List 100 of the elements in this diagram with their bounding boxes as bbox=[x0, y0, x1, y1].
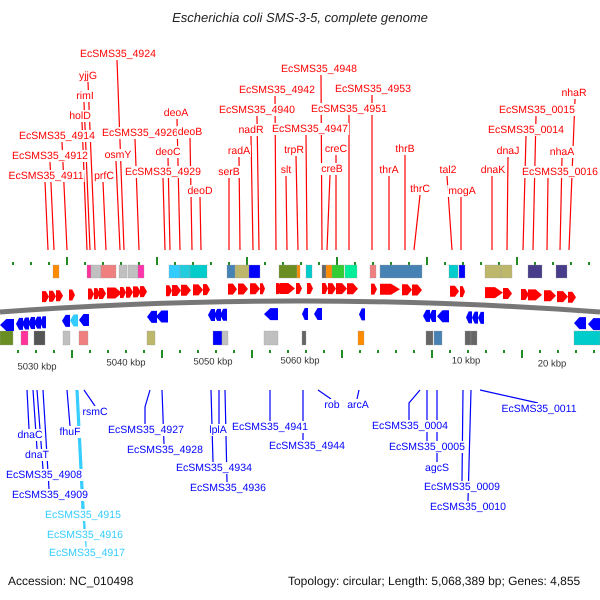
leader-line bbox=[491, 176, 493, 250]
gene-label: EcSMS35_0016 bbox=[521, 166, 599, 178]
scale-label: 20 kbp bbox=[538, 358, 566, 370]
gene-label: tal2 bbox=[438, 164, 458, 176]
gene-label: EcSMS35_4927 bbox=[107, 424, 185, 436]
gene-label: radA bbox=[226, 145, 252, 157]
gene-label: thrA bbox=[378, 164, 400, 176]
leader-line bbox=[49, 162, 55, 250]
leader-line bbox=[199, 196, 202, 250]
leader-line bbox=[256, 116, 260, 250]
scale-label: 5030 kbp bbox=[17, 362, 57, 372]
leader-line bbox=[87, 82, 96, 250]
leader-line bbox=[44, 182, 49, 250]
leader-line bbox=[356, 390, 360, 400]
leader-line bbox=[348, 115, 350, 250]
gene-label: nhaA bbox=[548, 146, 576, 158]
leader-line bbox=[413, 194, 421, 250]
gene-label: trpR bbox=[283, 144, 305, 156]
leader-line bbox=[371, 95, 373, 250]
gene-label: serB bbox=[217, 166, 241, 178]
leader-line bbox=[144, 390, 151, 424]
leader-line bbox=[250, 136, 254, 250]
gene-label: EcSMS35_4934 bbox=[175, 462, 253, 474]
leader-line bbox=[467, 390, 472, 502]
gene-label: EcSMS35_4914 bbox=[18, 130, 96, 142]
gene-label: EcSMS35_4947 bbox=[271, 123, 349, 135]
leader-line bbox=[460, 197, 462, 250]
gene-label: yjjG bbox=[78, 70, 98, 82]
gene-label: EcSMS35_4924 bbox=[79, 48, 157, 60]
gene-label: EcSMS35_0011 bbox=[500, 403, 578, 415]
leader-line bbox=[162, 178, 166, 250]
gene-label: deoB bbox=[176, 126, 204, 138]
leader-line bbox=[408, 390, 420, 420]
gene-label: creB bbox=[320, 163, 344, 175]
footer-text: Accession: NC_010498 bbox=[8, 574, 134, 588]
gene-label: EcSMS35_0014 bbox=[487, 124, 565, 136]
gene-label: nadR bbox=[237, 124, 265, 136]
gene-label: EcSMS35_0005 bbox=[388, 441, 466, 453]
leader-line bbox=[335, 155, 337, 250]
gene-label: rob bbox=[323, 399, 341, 411]
gene-label: EcSMS35_4909 bbox=[11, 489, 89, 501]
leader-line bbox=[480, 389, 538, 404]
leader-line bbox=[285, 176, 288, 250]
gene-label: agcS bbox=[424, 462, 450, 474]
leader-line bbox=[559, 158, 563, 250]
leader-line bbox=[134, 138, 140, 250]
leader-line bbox=[167, 158, 171, 250]
gene-label: thrB bbox=[394, 143, 416, 155]
gene-label: dnaJ bbox=[496, 145, 520, 157]
leader-line bbox=[522, 136, 527, 250]
leader-line bbox=[116, 60, 125, 250]
leader-line bbox=[295, 156, 299, 250]
gene-label: EcSMS35_4912 bbox=[11, 150, 89, 162]
leader-line bbox=[404, 155, 406, 250]
gene-label: EcSMS35_4942 bbox=[238, 84, 316, 96]
scale-label: 5050 kbp bbox=[193, 356, 233, 368]
gene-label: EcSMS35_4940 bbox=[218, 104, 296, 116]
gene-label: nhaR bbox=[560, 87, 588, 99]
leader-line bbox=[305, 135, 308, 250]
leader-line bbox=[326, 174, 331, 250]
gene-label: EcSMS35_4926 bbox=[101, 127, 179, 139]
gene-label: dnaC bbox=[16, 429, 44, 441]
leader-line bbox=[102, 182, 107, 250]
gene-label: lplA bbox=[208, 424, 228, 436]
leader-line bbox=[66, 390, 71, 426]
gene-label: dnaT bbox=[24, 449, 50, 461]
gene-label: EcSMS35_0004 bbox=[371, 420, 449, 432]
gene-label: rimI bbox=[75, 90, 95, 102]
scale-label: 5060 kbp bbox=[280, 356, 320, 366]
leader-line bbox=[269, 390, 271, 421]
gene-label: slt bbox=[280, 164, 292, 176]
gene-label: mogA bbox=[447, 185, 477, 197]
gene-label: fhuF bbox=[58, 426, 82, 438]
gene-label: EcSMS35_4951 bbox=[310, 103, 388, 115]
leader-line bbox=[84, 390, 96, 406]
gene-label: EcSMS35_4916 bbox=[46, 529, 124, 541]
leader-line bbox=[228, 178, 230, 250]
leader-line bbox=[318, 390, 332, 400]
gene-label: holD bbox=[68, 110, 92, 122]
gene-label: prfC bbox=[93, 170, 115, 182]
leader-line bbox=[26, 390, 30, 430]
gene-label: EcSMS35_4915 bbox=[44, 509, 122, 521]
gene-label: EcSMS35_4917 bbox=[48, 547, 126, 559]
leader-line bbox=[218, 390, 220, 424]
leader-line bbox=[388, 176, 390, 250]
leader-line bbox=[546, 178, 549, 250]
leader-line bbox=[506, 157, 509, 250]
gene-label: EcSMS35_4908 bbox=[5, 469, 83, 481]
gene-label: thrC bbox=[409, 183, 431, 195]
gene-label: deoC bbox=[154, 146, 182, 158]
gene-label: dnaK bbox=[480, 164, 506, 176]
scale-label: 10 kbp bbox=[452, 356, 480, 366]
gene-label: EcSMS35_4929 bbox=[124, 166, 202, 178]
gene-label: EcSMS35_0009 bbox=[423, 481, 501, 493]
gene-label: EcSMS35_4948 bbox=[280, 63, 358, 75]
footer-text: Topology: circular; Length: 5,068,389 bp; Genes: 4,855 bbox=[288, 574, 580, 588]
gene-label: osmY bbox=[104, 149, 132, 161]
leader-line bbox=[210, 390, 214, 462]
gene-label: EcSMS35_4928 bbox=[126, 444, 204, 456]
gene-label: creC bbox=[324, 143, 348, 155]
